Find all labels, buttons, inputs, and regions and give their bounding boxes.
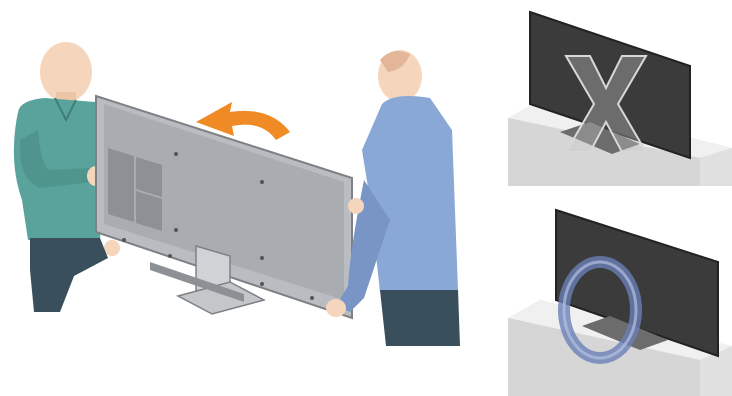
- person-right-hand-lower: [326, 299, 346, 317]
- incorrect-panel: [508, 12, 732, 186]
- correct-panel: [508, 210, 732, 396]
- person-left-hand-lower: [104, 240, 120, 256]
- left-scene: [14, 42, 460, 346]
- person-right-hand-upper: [348, 198, 364, 214]
- person-right-pants: [380, 290, 460, 346]
- person-left-pants: [30, 238, 108, 312]
- person-right-hoodie: [362, 96, 458, 292]
